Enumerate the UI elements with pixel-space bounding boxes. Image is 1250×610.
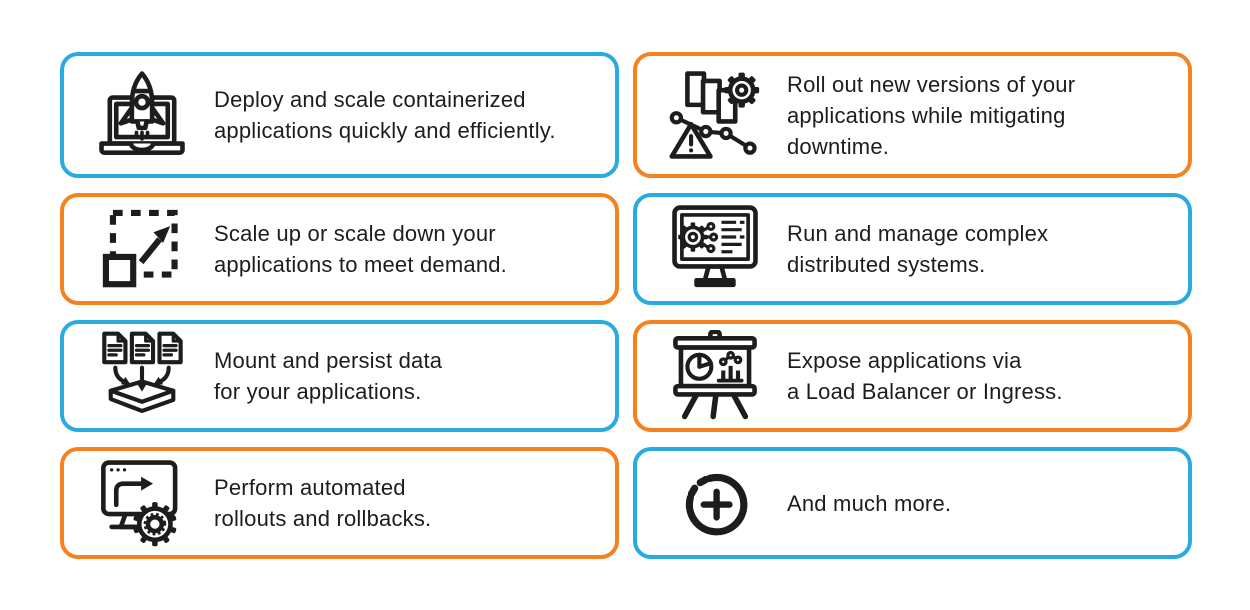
feature-card-expose: Expose applications via a Load Balancer … [633, 320, 1192, 432]
monitor-circuit-icon [667, 203, 763, 295]
rocket-laptop-icon [94, 69, 190, 161]
feature-text: Deploy and scale containerized applicati… [214, 87, 556, 143]
feature-card-persist-data: Mount and persist data for your applicat… [60, 320, 619, 432]
feature-text: Mount and persist data for your applicat… [214, 348, 443, 404]
feature-card-rollbacks: Perform automated rollouts and rollbacks… [60, 447, 619, 559]
feature-text: Roll out new versions of your applicatio… [787, 71, 1076, 159]
feature-text: Perform automated rollouts and rollbacks… [214, 475, 432, 531]
feature-text: Run and manage complex distributed syste… [787, 221, 1049, 277]
presentation-charts-icon [667, 330, 763, 422]
feature-card-distributed-systems: Run and manage complex distributed syste… [633, 193, 1192, 305]
feature-text: And much more. [787, 490, 952, 516]
documents-storage-icon [94, 330, 190, 422]
feature-text: Expose applications via a Load Balancer … [787, 348, 1063, 404]
automation-gear-icon [94, 457, 190, 549]
versions-rollout-icon [667, 69, 763, 161]
plus-circle-icon [667, 463, 763, 543]
feature-card-more: And much more. [633, 447, 1192, 559]
scale-resize-icon [94, 205, 190, 293]
feature-card-rollout-versions: Roll out new versions of your applicatio… [633, 52, 1192, 178]
feature-card-deploy: Deploy and scale containerized applicati… [60, 52, 619, 178]
feature-card-scale: Scale up or scale down your applications… [60, 193, 619, 305]
feature-text: Scale up or scale down your applications… [214, 221, 507, 277]
